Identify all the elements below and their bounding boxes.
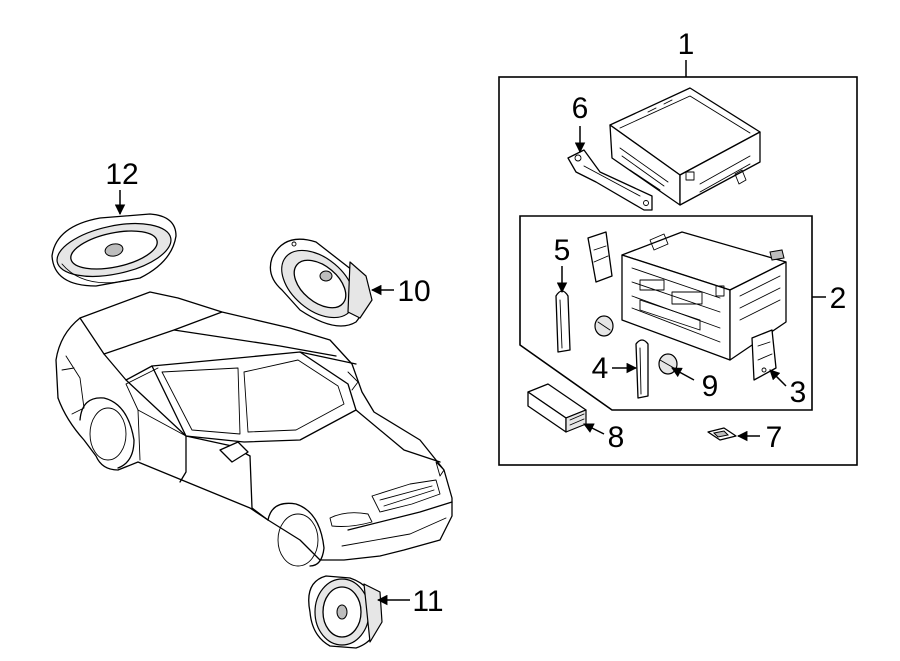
oval-speaker-part-10 [269,238,373,327]
bracket-part-6 [567,149,653,211]
assembly-box-2 [519,215,826,411]
trim-strip-part-5 [555,290,571,353]
callout-1: 1 [678,28,695,61]
trim-strip-part-4 [635,339,649,399]
assembly-box-1 [498,60,858,466]
callout-4: 4 [592,352,609,385]
callout-5: 5 [554,234,571,267]
callout-10: 10 [397,275,430,308]
bracket-left-part-2 [587,231,613,283]
callout-8: 8 [608,421,625,454]
callout-labels: 1 2 3 4 5 6 7 8 9 10 11 12 [105,28,846,618]
bracket-part-3 [751,329,777,381]
control-module-part-6 [609,87,761,206]
callout-3: 3 [790,376,807,409]
callout-7: 7 [766,421,783,454]
car-outline [55,291,453,567]
round-speaker-part-11 [308,575,383,649]
callout-12: 12 [105,158,138,191]
clip-part-7 [707,427,737,441]
leader-lines [114,126,787,606]
oval-speaker-part-12 [51,213,177,287]
callout-6: 6 [572,92,589,125]
module-part-8 [527,383,587,433]
callout-11: 11 [412,585,443,618]
callout-2: 2 [830,282,847,315]
radio-receiver-part-2 [621,231,787,361]
callout-9: 9 [702,370,719,403]
